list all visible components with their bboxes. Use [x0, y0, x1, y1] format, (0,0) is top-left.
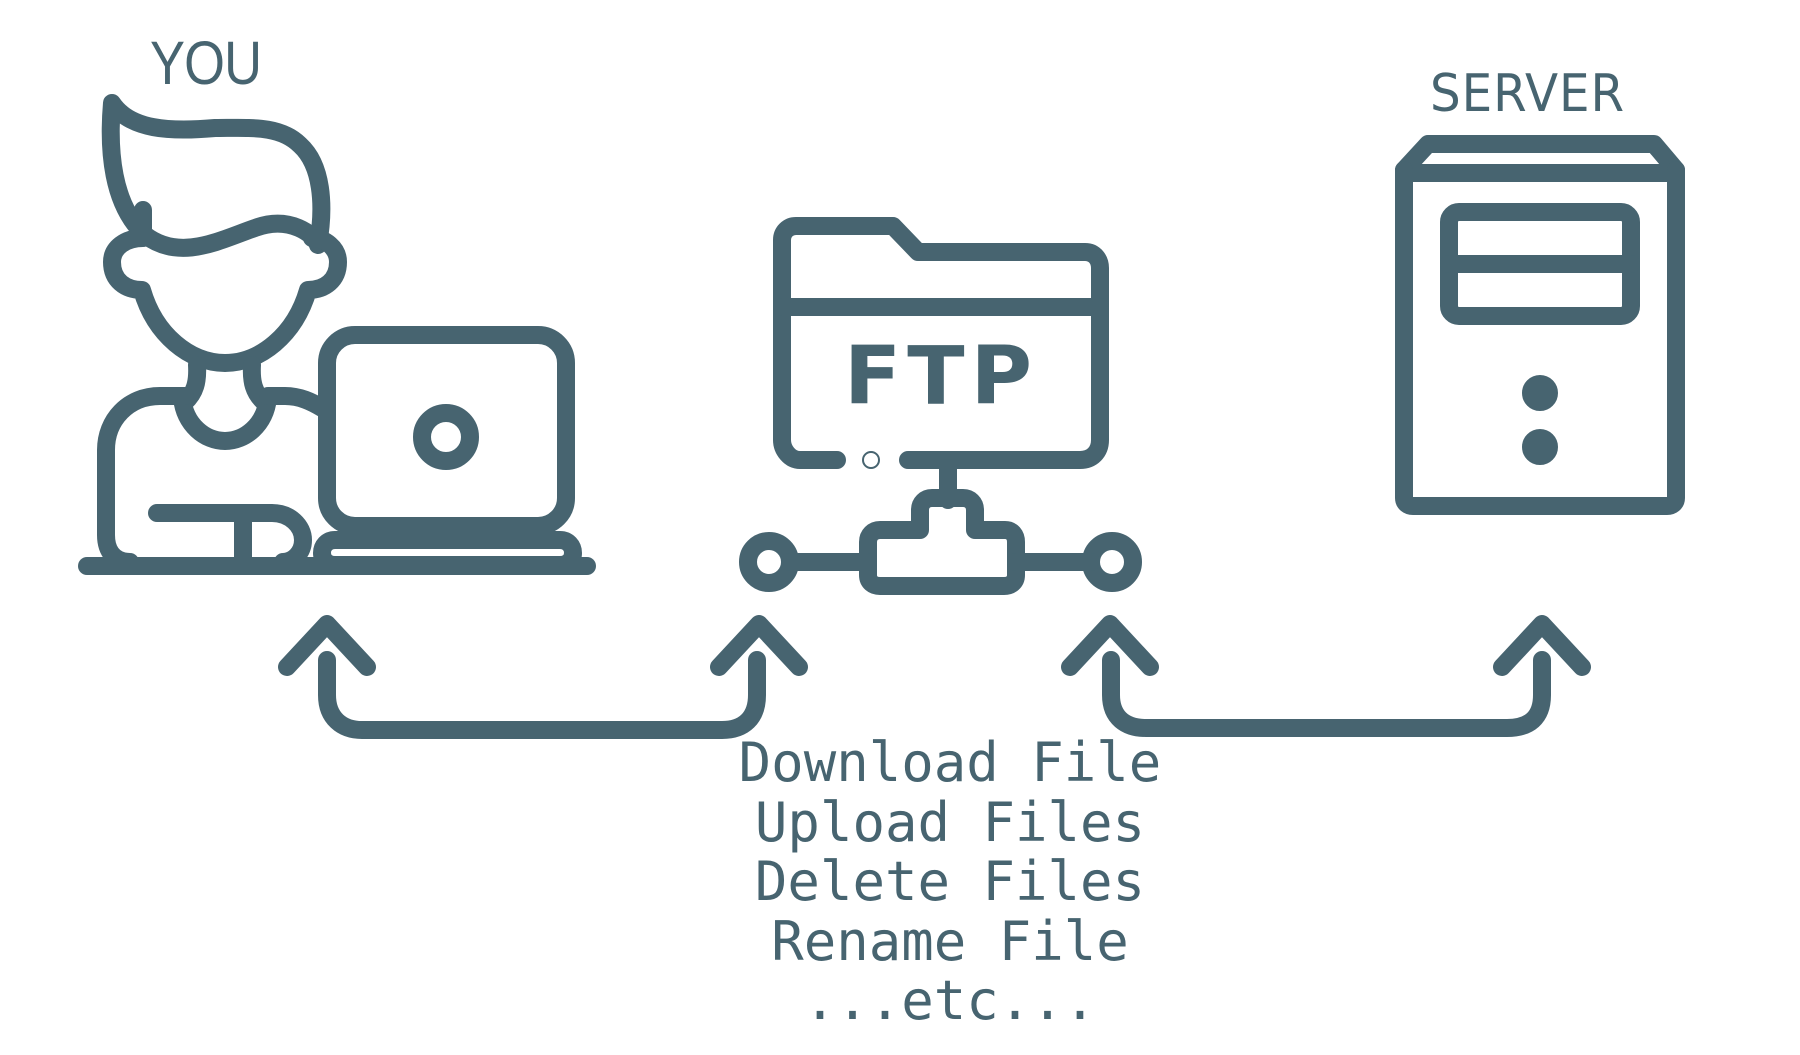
you-label: YOU — [150, 29, 262, 97]
network-hub — [859, 489, 1025, 595]
laptop-screen — [318, 326, 575, 535]
bidirectional-arrow-icon — [278, 615, 1591, 739]
body — [97, 387, 194, 571]
operation-item: Delete Files — [754, 850, 1146, 913]
face — [103, 201, 347, 372]
ftp-folder-network-icon — [739, 217, 1142, 595]
ftp-label: FTP — [843, 329, 1039, 423]
folder-outline — [773, 217, 1109, 469]
server-tower-icon — [1395, 135, 1685, 515]
arrowhead-ftp-left — [710, 615, 808, 676]
laptop-camera — [413, 404, 479, 470]
user-at-laptop-icon — [78, 94, 596, 575]
operations-list: Download File Upload Files Delete Files … — [640, 733, 1260, 1031]
folder-dot — [862, 451, 880, 469]
operation-item: ...etc... — [803, 969, 1097, 1032]
operation-item: Upload Files — [754, 790, 1146, 854]
arm — [148, 504, 312, 571]
arrow-ftp-server — [1102, 651, 1551, 737]
server-led-1 — [1522, 375, 1558, 411]
collar — [173, 389, 277, 450]
server-led-2 — [1522, 429, 1558, 465]
arrowhead-you — [278, 615, 376, 676]
arrowhead-ftp-right — [1061, 615, 1159, 676]
operation-item: Rename File — [771, 909, 1129, 973]
arrow-you-ftp — [318, 651, 766, 739]
arrowhead-server — [1493, 615, 1591, 676]
server-case — [1395, 161, 1685, 515]
server-label: SERVER — [1430, 64, 1626, 124]
operation-item: Download File — [738, 731, 1162, 794]
shoulder-right — [259, 387, 331, 417]
